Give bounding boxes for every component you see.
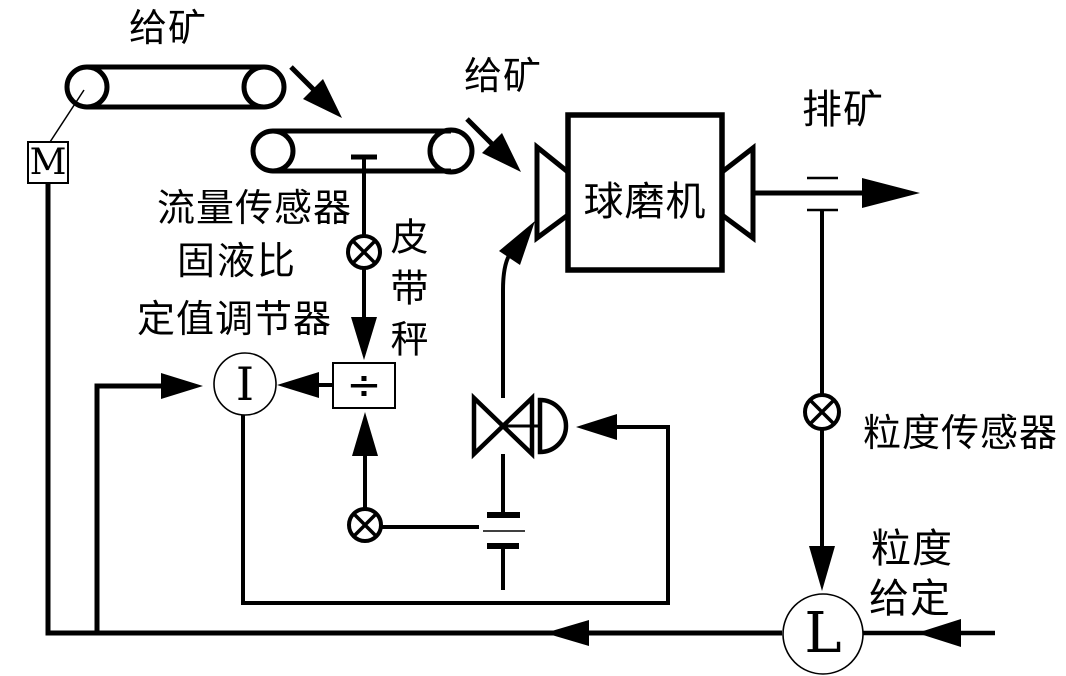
label-setpoint: 给定 bbox=[869, 576, 951, 622]
divider-to-regulator-arrow bbox=[277, 372, 333, 398]
particle-size-sensor-icon bbox=[803, 393, 841, 431]
label-particle-size-sensor: 粒度传感器 bbox=[863, 411, 1059, 455]
flow-to-divider-arrow bbox=[351, 268, 377, 360]
water-valve bbox=[471, 392, 569, 513]
water-flow-sensor-icon bbox=[347, 412, 479, 543]
label-feed-ore-1: 给矿 bbox=[129, 6, 208, 50]
feed-conveyor-2 bbox=[250, 127, 475, 175]
ball-mill-body bbox=[534, 112, 756, 273]
label-setpoint-regulator: 定值调节器 bbox=[137, 297, 333, 341]
transfer-arrow-1 bbox=[289, 65, 342, 118]
motor-letter: M bbox=[29, 141, 67, 183]
divider-box bbox=[332, 362, 396, 409]
ratio-regulator-letter: I bbox=[235, 357, 255, 411]
belt-scale-probe bbox=[351, 154, 377, 237]
division-symbol: ÷ bbox=[346, 359, 382, 409]
discharge-line bbox=[752, 176, 920, 395]
label-belt-scale: 皮带秤 bbox=[384, 217, 428, 370]
label-ball-mill: 球磨机 bbox=[583, 179, 707, 225]
regulator-to-valve-signal bbox=[241, 414, 670, 605]
orifice-plate bbox=[483, 512, 525, 590]
feed-conveyor-1 bbox=[64, 64, 287, 110]
sensor-to-L-arrow bbox=[809, 429, 835, 591]
label-solid-liquid-ratio: 固液比 bbox=[177, 239, 298, 283]
transfer-arrow-2 bbox=[465, 117, 521, 172]
label-discharge-ore: 排矿 bbox=[802, 87, 884, 133]
feedback-loop bbox=[45, 183, 782, 646]
label-particle-size: 粒度 bbox=[871, 526, 953, 572]
flow-sensor-icon bbox=[346, 234, 382, 270]
label-flow-sensor: 流量传感器 bbox=[157, 186, 353, 230]
water-to-mill-arrow bbox=[499, 221, 535, 398]
label-feed-ore-2: 给矿 bbox=[464, 54, 543, 98]
particle-regulator-letter: L bbox=[804, 601, 842, 666]
setpoint-input-arrow bbox=[863, 619, 995, 647]
